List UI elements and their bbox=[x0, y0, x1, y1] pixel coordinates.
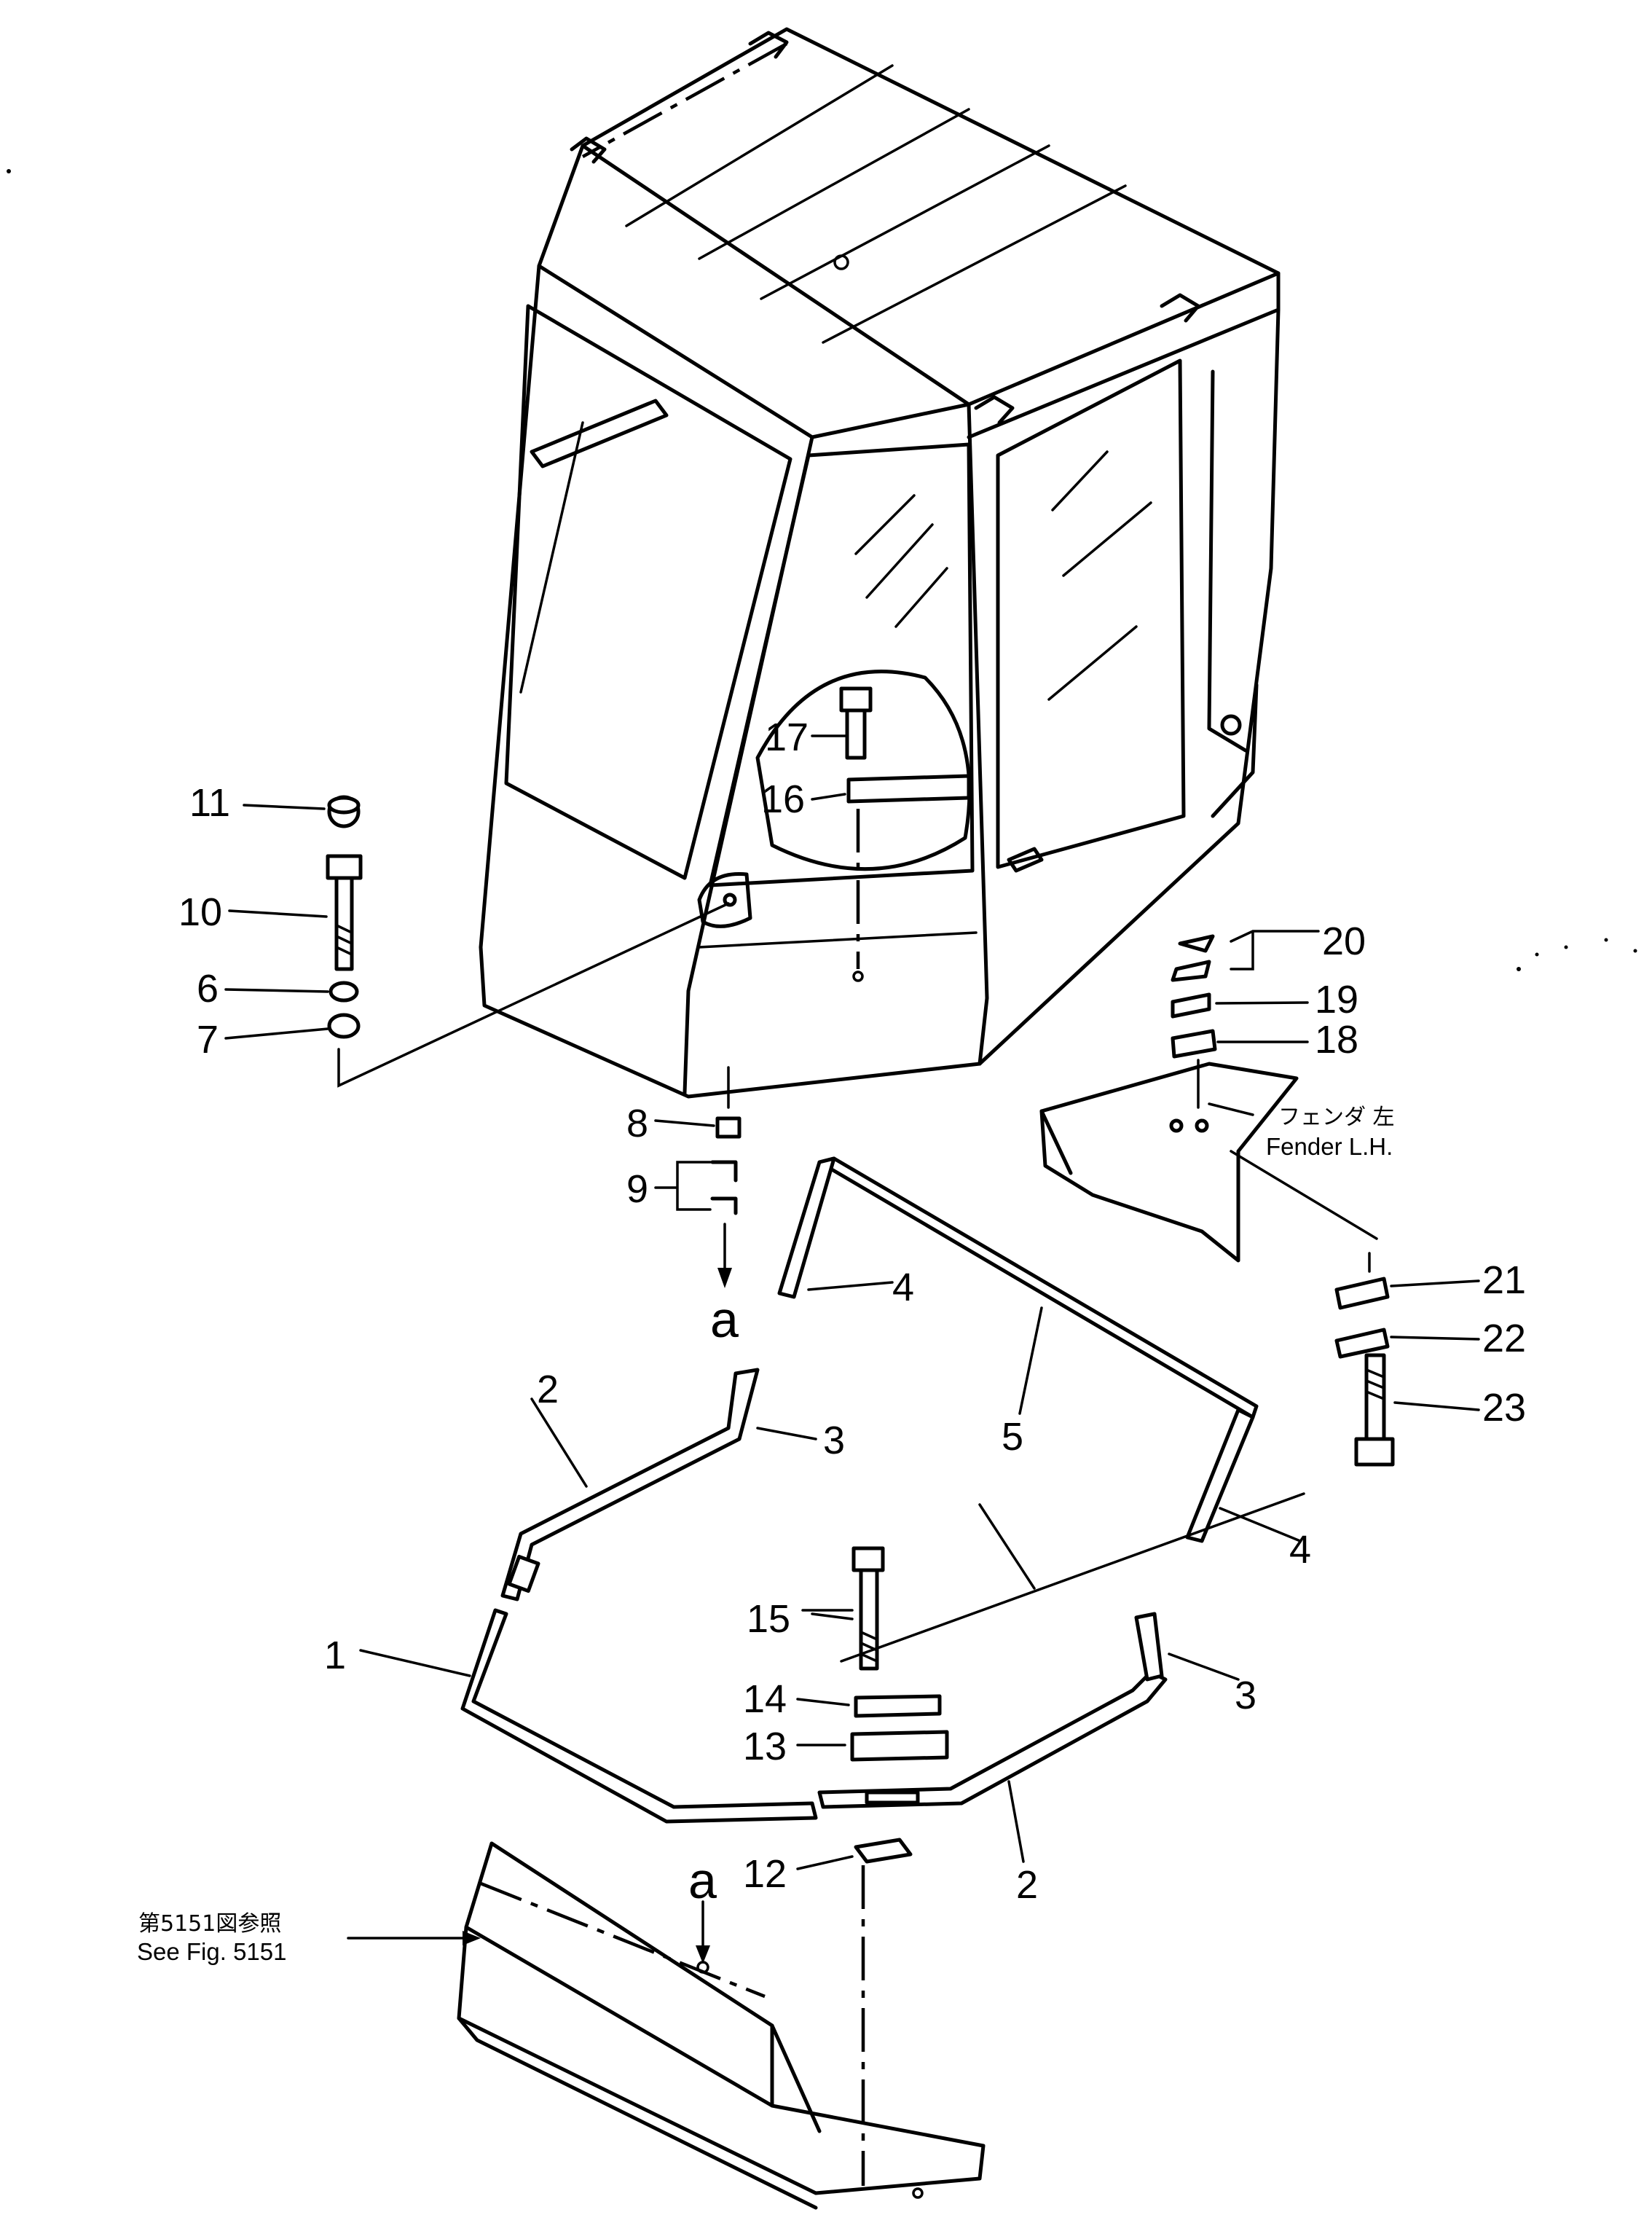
part-label-2: 2 bbox=[1016, 1863, 1038, 1907]
subview-marker-a: a bbox=[688, 1852, 717, 1909]
part-label-12: 12 bbox=[743, 1852, 787, 1896]
part-label-5: 5 bbox=[1002, 1415, 1023, 1459]
part-label-6: 6 bbox=[197, 967, 219, 1011]
frame-part-1 bbox=[460, 1608, 818, 1824]
fender-note-en: Fender L.H. bbox=[1266, 1133, 1393, 1160]
part-label-15: 15 bbox=[747, 1597, 790, 1641]
part-label-20: 20 bbox=[1322, 920, 1366, 963]
subview-marker-a: a bbox=[710, 1291, 739, 1348]
part-label-8: 8 bbox=[626, 1102, 648, 1145]
part-label-9: 9 bbox=[626, 1167, 648, 1211]
fasteners bbox=[326, 686, 1395, 2186]
annotations: a a フェンダ 左 Fender L.H. 第5151図参照 See Fig.… bbox=[137, 1105, 1395, 1965]
part-label-3: 3 bbox=[823, 1419, 845, 1462]
plate-right bbox=[817, 1612, 1168, 1809]
part-label-11: 11 bbox=[189, 781, 230, 825]
part-label-10: 10 bbox=[178, 890, 222, 934]
reference-note-en: See Fig. 5151 bbox=[137, 1938, 286, 1965]
leader-lines bbox=[224, 734, 1480, 1945]
part-label-1: 1 bbox=[324, 1634, 346, 1677]
part-label-19: 19 bbox=[1315, 978, 1358, 1022]
part-label-18: 18 bbox=[1315, 1018, 1358, 1062]
part-label-17: 17 bbox=[765, 715, 809, 759]
part-label-2: 2 bbox=[537, 1368, 559, 1411]
part-label-13: 13 bbox=[743, 1725, 787, 1768]
part-label-14: 14 bbox=[743, 1677, 787, 1721]
part-labels: 1 2 2 3 3 4 4 5 6 7 8 9 10 11 12 13 14 1… bbox=[178, 715, 1526, 1907]
part-label-4: 4 bbox=[892, 1266, 914, 1309]
part-label-7: 7 bbox=[197, 1018, 219, 1062]
scan-specks bbox=[7, 169, 1637, 971]
fender-note-jp: フェンダ 左 bbox=[1278, 1105, 1395, 1130]
part-label-21: 21 bbox=[1482, 1258, 1526, 1302]
part-label-16: 16 bbox=[761, 777, 805, 821]
base-assembly bbox=[457, 1841, 986, 2210]
bar-part-5 bbox=[777, 1156, 1259, 1543]
reference-note-jp: 第5151図参照 bbox=[138, 1911, 281, 1937]
part-label-23: 23 bbox=[1482, 1386, 1526, 1430]
cab-assembly bbox=[479, 27, 1281, 1099]
part-label-22: 22 bbox=[1482, 1317, 1526, 1360]
part-label-3: 3 bbox=[1235, 1674, 1256, 1717]
fender-lh bbox=[1039, 1062, 1378, 1263]
part-label-4: 4 bbox=[1289, 1528, 1311, 1572]
plate-left bbox=[500, 1368, 760, 1601]
